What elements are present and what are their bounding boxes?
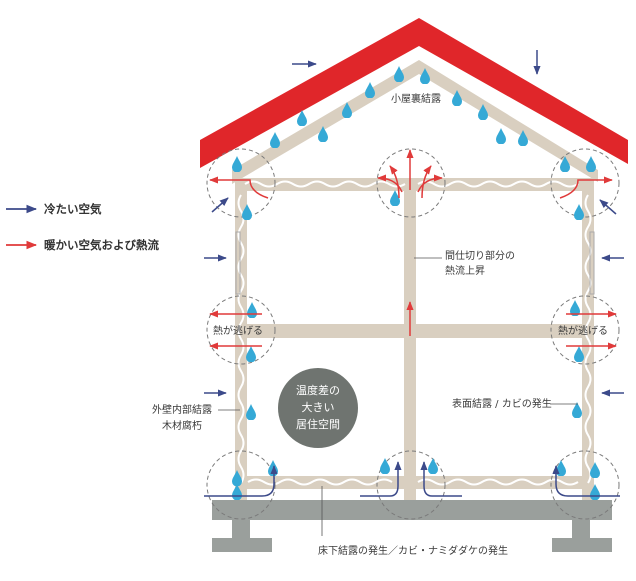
- label-attic-condensation: 小屋裏結露: [391, 94, 441, 105]
- foundation: [212, 500, 612, 552]
- center-line-2: 大きい: [301, 401, 335, 415]
- legend-cold-air: 冷たい空気: [44, 202, 102, 216]
- warm-air-arrows: [209, 149, 617, 350]
- label-underfloor-condensation: 床下結露の発生／カビ・ナミダダケの発生: [318, 546, 508, 557]
- center-line-1: 温度差の: [296, 384, 340, 397]
- legend-warm-air: 暖かい空気および熱流: [44, 238, 159, 252]
- roof: [200, 18, 628, 184]
- label-partition-heat-rise-1: 間仕切り部分の: [445, 251, 515, 262]
- legend-arrows: [6, 204, 38, 250]
- living-space-circle: [278, 368, 358, 448]
- label-partition-heat-rise-2: 熱流上昇: [445, 266, 485, 277]
- cold-air-arrows: [204, 50, 624, 497]
- label-wall-internal-condensation-2: 木材腐朽: [162, 421, 202, 432]
- label-surface-condensation: 表面結露 / カビの発生: [452, 399, 552, 410]
- label-heat-escape-left: 熱が逃げる: [213, 326, 263, 337]
- house-frame: [235, 178, 594, 500]
- living-space-text: 温度差の 大きい 居住空間: [280, 382, 356, 433]
- window-frames: [235, 231, 595, 295]
- center-line-3: 居住空間: [296, 418, 340, 432]
- label-heat-escape-right: 熱が逃げる: [558, 326, 608, 337]
- hotspot-circles: [206, 148, 620, 520]
- leader-lines: [218, 257, 578, 536]
- label-wall-internal-condensation-1: 外壁内部結露: [152, 405, 212, 416]
